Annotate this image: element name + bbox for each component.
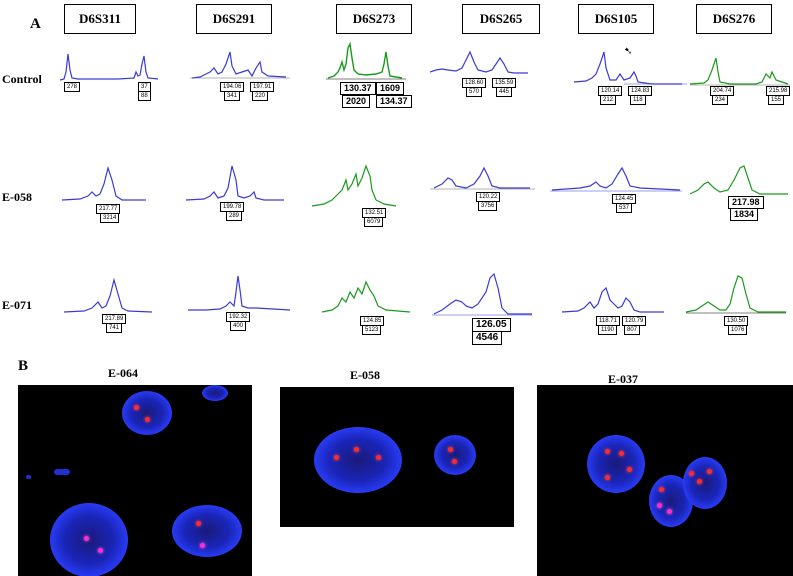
peak-label: 134.37 bbox=[376, 95, 412, 108]
fish-image-e037 bbox=[537, 385, 793, 576]
peak-label: 341 bbox=[224, 91, 241, 101]
panel-a-label: A bbox=[30, 16, 41, 32]
fish-signal bbox=[334, 455, 339, 460]
trace-control-d6s265: 128.60 570 135.59 445 bbox=[430, 42, 550, 132]
peak-label: 570 bbox=[466, 87, 483, 97]
debris bbox=[26, 475, 31, 479]
marker-header-d6s311: D6S311 bbox=[64, 4, 136, 34]
fish-signal bbox=[659, 487, 664, 492]
trace-e071-d6s291: 192.32 400 bbox=[186, 268, 306, 358]
trace-e058-d6s276: 217.98 1834 bbox=[690, 160, 793, 250]
peak-label: 5123 bbox=[362, 325, 382, 335]
peak-label: 234 bbox=[712, 95, 729, 105]
trace-e071-d6s276: 130.50 1076 bbox=[686, 268, 793, 358]
fish-signal bbox=[200, 543, 205, 548]
trace-control-d6s105: 120.14 212 124.83 118 ➷ bbox=[572, 42, 692, 132]
fish-signal bbox=[667, 509, 672, 514]
nucleus bbox=[314, 427, 402, 493]
fish-signal bbox=[84, 536, 89, 541]
nucleus bbox=[587, 435, 645, 493]
peak-label: 807 bbox=[624, 325, 641, 335]
trace-e071-d6s265: 126.05 4546 bbox=[432, 268, 552, 358]
nucleus bbox=[434, 435, 476, 475]
fish-signal bbox=[134, 405, 139, 410]
trace-e071-d6s273: 124.85 5123 bbox=[320, 268, 440, 358]
row-label-control: Control bbox=[2, 72, 42, 86]
peak-label: 126.05 bbox=[472, 318, 511, 332]
fish-signal bbox=[98, 548, 103, 553]
peak-label: 130.37 bbox=[340, 82, 376, 95]
marker-header-d6s265: D6S265 bbox=[462, 4, 540, 34]
fish-signal bbox=[657, 503, 662, 508]
fish-title-e037: E-037 bbox=[608, 372, 638, 386]
peak-label: 1190 bbox=[598, 325, 617, 335]
peak-label: 2020 bbox=[342, 95, 371, 108]
trace-e058-d6s273: 132.51 6079 bbox=[310, 160, 430, 250]
fish-signal bbox=[707, 469, 712, 474]
row-label-e058: E-058 bbox=[2, 190, 32, 204]
trace-e058-d6s265: 120.22 3756 bbox=[430, 160, 550, 250]
fish-image-e064 bbox=[18, 385, 252, 576]
peak-label: 537 bbox=[616, 203, 633, 213]
peak-label: 1076 bbox=[728, 325, 748, 335]
fish-signal bbox=[605, 449, 610, 454]
panel-b-label: B bbox=[18, 358, 29, 374]
trace-e058-d6s105: 124.45 537 bbox=[550, 160, 682, 250]
peak-label: 1609 bbox=[376, 82, 405, 95]
row-label-e071: E-071 bbox=[2, 298, 32, 312]
debris bbox=[54, 469, 70, 475]
nucleus bbox=[122, 391, 172, 435]
nucleus bbox=[50, 503, 128, 576]
peak-label: 3214 bbox=[100, 213, 120, 223]
trace-control-d6s276: 204.74 234 215.98 155 bbox=[690, 42, 793, 132]
peak-label: 289 bbox=[226, 211, 243, 221]
fish-signal bbox=[376, 455, 381, 460]
cursor-icon: ➷ bbox=[624, 46, 633, 57]
peak-label: 88 bbox=[138, 91, 151, 101]
fish-signal bbox=[627, 467, 632, 472]
trace-e058-d6s311: 217.77 3214 bbox=[60, 160, 180, 250]
peak-label: 278 bbox=[64, 82, 81, 92]
fish-signal bbox=[354, 447, 359, 452]
nucleus bbox=[172, 505, 242, 557]
fish-signal bbox=[689, 471, 694, 476]
peak-label: 445 bbox=[496, 87, 513, 97]
trace-control-d6s273: 130.37 1609 2020 134.37 bbox=[326, 40, 446, 130]
marker-header-d6s273: D6S273 bbox=[336, 4, 412, 34]
peak-label: 3756 bbox=[478, 201, 498, 211]
trace-control-d6s311: 278 37 88 bbox=[58, 42, 178, 132]
peak-label: 212 bbox=[600, 95, 617, 105]
fish-signal bbox=[619, 451, 624, 456]
peak-label: 400 bbox=[230, 321, 247, 331]
fish-image-e058 bbox=[280, 387, 514, 527]
fish-signal bbox=[697, 479, 702, 484]
peak-label: 155 bbox=[768, 95, 785, 105]
trace-e071-d6s105: 118.71 1190 120.79 807 bbox=[560, 268, 680, 358]
trace-e058-d6s291: 199.78 289 bbox=[184, 160, 304, 250]
fish-title-e058: E-058 bbox=[350, 368, 380, 382]
fish-title-e064: E-064 bbox=[108, 366, 138, 380]
peak-label: 220 bbox=[252, 91, 269, 101]
trace-control-d6s291: 194.06 341 197.91 220 bbox=[190, 42, 310, 132]
nucleus bbox=[202, 385, 228, 401]
peak-label: 4546 bbox=[472, 331, 503, 345]
peak-label: 118 bbox=[630, 95, 646, 105]
nucleus bbox=[683, 457, 727, 509]
marker-header-d6s276: D6S276 bbox=[696, 4, 772, 34]
peak-label: 741 bbox=[106, 323, 123, 333]
fish-signal bbox=[196, 521, 201, 526]
marker-header-d6s105: D6S105 bbox=[578, 4, 654, 34]
marker-header-d6s291: D6S291 bbox=[196, 4, 272, 34]
fish-signal bbox=[448, 447, 453, 452]
trace-e071-d6s311: 217.89 741 bbox=[62, 268, 182, 358]
fish-signal bbox=[605, 475, 610, 480]
peak-label: 6079 bbox=[364, 217, 384, 227]
fish-signal bbox=[452, 459, 457, 464]
peak-label: 1834 bbox=[730, 208, 759, 221]
fish-signal bbox=[145, 417, 150, 422]
